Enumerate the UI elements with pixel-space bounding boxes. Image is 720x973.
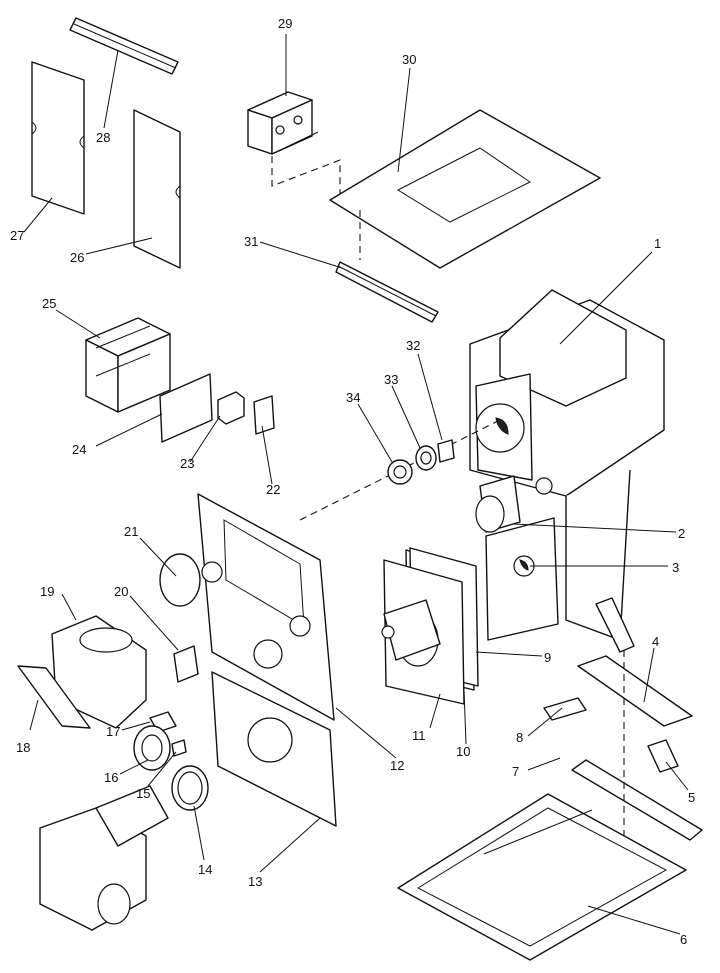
part-31-rail [335, 261, 439, 323]
part-12-front-panel [197, 493, 335, 721]
callout-20: 20 [114, 584, 128, 599]
bracket-near-4 [595, 597, 635, 653]
callout-30: 30 [402, 52, 416, 67]
callout-19: 19 [40, 584, 54, 599]
part-27-side-panel [31, 61, 85, 215]
callout-10: 10 [456, 744, 470, 759]
part-22-gasket [253, 395, 275, 435]
callout-7: 7 [512, 764, 519, 779]
callout-2: 2 [678, 526, 685, 541]
part-13-back-plate [211, 671, 337, 827]
part-14-gasket-ring [171, 765, 209, 811]
callout-16: 16 [104, 770, 118, 785]
callout-8: 8 [516, 730, 523, 745]
part-5-small-bracket [647, 739, 679, 773]
part-16-ring [133, 725, 171, 771]
part-34-washer [387, 459, 413, 485]
part-19-duct-transition [51, 615, 147, 729]
callout-1: 1 [654, 236, 661, 251]
part-29-junction-box [247, 91, 319, 155]
part-4-bracket [577, 655, 693, 727]
callout-31: 31 [244, 234, 258, 249]
callout-26: 26 [70, 250, 84, 265]
part-6-base-pan [397, 793, 687, 961]
callout-17: 17 [106, 724, 120, 739]
part-20-component [173, 645, 199, 683]
part-23-control [217, 391, 245, 425]
part-33-washer [415, 445, 437, 471]
callout-22: 22 [266, 482, 280, 497]
callout-4: 4 [652, 634, 659, 649]
callout-12: 12 [390, 758, 404, 773]
part-8-small-bracket [543, 697, 587, 721]
part-26-side-panel [133, 109, 181, 269]
part-24-mounting-plate [159, 373, 213, 443]
part-28-top-rail [69, 17, 179, 75]
part-30-top-panel [329, 109, 601, 269]
callout-15: 15 [136, 786, 150, 801]
callout-3: 3 [672, 560, 679, 575]
callout-24: 24 [72, 442, 86, 457]
callout-11: 11 [412, 728, 426, 743]
callout-21: 21 [124, 524, 138, 539]
callout-14: 14 [198, 862, 212, 877]
callout-6: 6 [680, 932, 687, 947]
part-32-stud [437, 439, 455, 463]
callout-18: 18 [16, 740, 30, 755]
callout-labels: 1 2 3 4 5 6 7 8 9 10 11 12 13 14 15 16 1… [10, 16, 695, 947]
callout-23: 23 [180, 456, 194, 471]
callout-9: 9 [544, 650, 551, 665]
part-25-control-box [85, 317, 171, 413]
part-1-heat-exchanger [469, 289, 665, 641]
callout-28: 28 [96, 130, 110, 145]
part-2-flue-collar [475, 475, 521, 533]
callout-29: 29 [278, 16, 292, 31]
callout-13: 13 [248, 874, 262, 889]
callout-34: 34 [346, 390, 360, 405]
callout-25: 25 [42, 296, 56, 311]
callout-5: 5 [688, 790, 695, 805]
callout-32: 32 [406, 338, 420, 353]
part-21-disc [159, 553, 201, 607]
part-11-burner-plate [381, 559, 465, 705]
callout-27: 27 [10, 228, 24, 243]
blower-assembly [39, 785, 169, 931]
callout-33: 33 [384, 372, 398, 387]
part-3-plate [485, 517, 559, 641]
part-7-rail [571, 759, 703, 841]
leader-lines [23, 34, 689, 935]
part-18-plate [17, 665, 91, 729]
